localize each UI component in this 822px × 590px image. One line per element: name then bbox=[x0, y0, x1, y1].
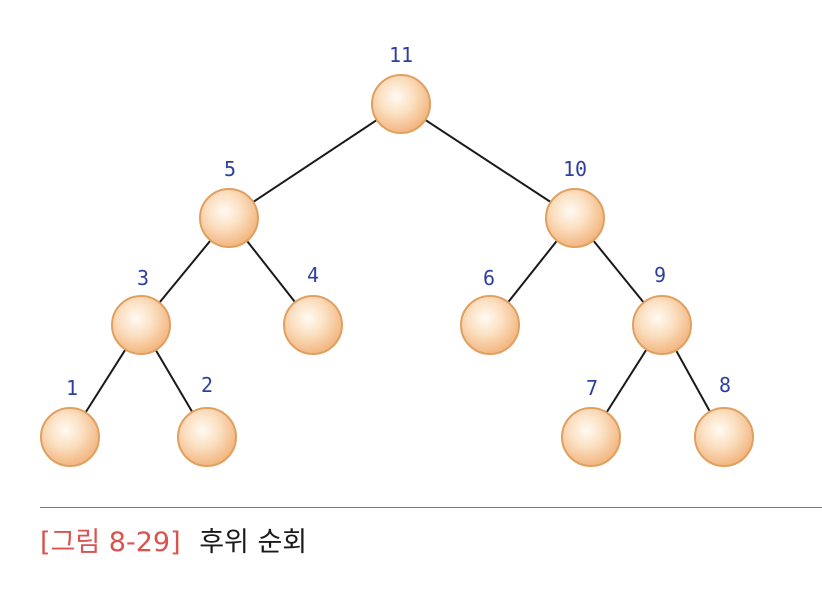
tree-node-llr bbox=[177, 407, 237, 467]
figure-number: [그림 8-29] bbox=[40, 527, 181, 558]
tree-node-rl bbox=[460, 295, 520, 355]
order-label-rrl: 7 bbox=[586, 376, 598, 400]
order-label-r: 10 bbox=[563, 157, 587, 181]
order-label-rrr: 8 bbox=[719, 373, 731, 397]
figure-caption: [그림 8-29] 후위 순회 bbox=[40, 520, 307, 559]
tree-node-lr bbox=[283, 295, 343, 355]
tree-node-rrr bbox=[694, 407, 754, 467]
tree-node-rrl bbox=[561, 407, 621, 467]
order-label-root: 11 bbox=[389, 43, 413, 67]
tree-node-rr bbox=[632, 295, 692, 355]
order-label-llr: 2 bbox=[201, 373, 213, 397]
figure-title: 후위 순회 bbox=[199, 527, 308, 558]
tree-node-ll bbox=[111, 295, 171, 355]
order-label-lll: 1 bbox=[66, 376, 78, 400]
order-label-rl: 6 bbox=[483, 266, 495, 290]
edge-root-r bbox=[400, 103, 576, 219]
edge-root-l bbox=[228, 103, 402, 219]
order-label-l: 5 bbox=[224, 157, 236, 181]
tree-node-lll bbox=[40, 407, 100, 467]
order-label-rr: 9 bbox=[654, 263, 666, 287]
order-label-ll: 3 bbox=[137, 266, 149, 290]
caption-divider bbox=[40, 507, 822, 508]
tree-node-l bbox=[199, 188, 259, 248]
order-label-lr: 4 bbox=[307, 263, 319, 287]
tree-node-root bbox=[371, 74, 431, 134]
tree-nodes bbox=[40, 74, 754, 467]
tree-edges bbox=[69, 103, 725, 438]
tree-node-r bbox=[545, 188, 605, 248]
